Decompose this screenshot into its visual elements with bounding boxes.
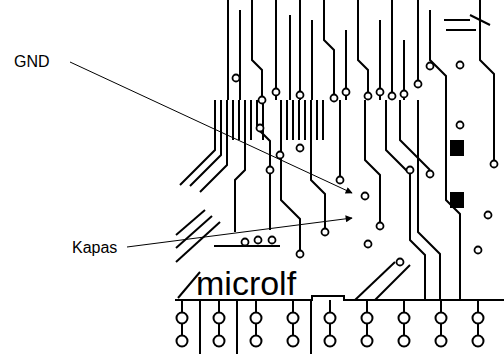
vias — [233, 62, 498, 266]
connector-pads — [177, 313, 484, 347]
copper-traces — [175, 0, 504, 354]
smd-pads — [450, 140, 464, 208]
signal-name: GND — [14, 54, 50, 70]
leader-lines — [70, 62, 352, 247]
part-name: Kapas — [72, 240, 117, 256]
silkscreen-text: microlf — [196, 266, 296, 300]
